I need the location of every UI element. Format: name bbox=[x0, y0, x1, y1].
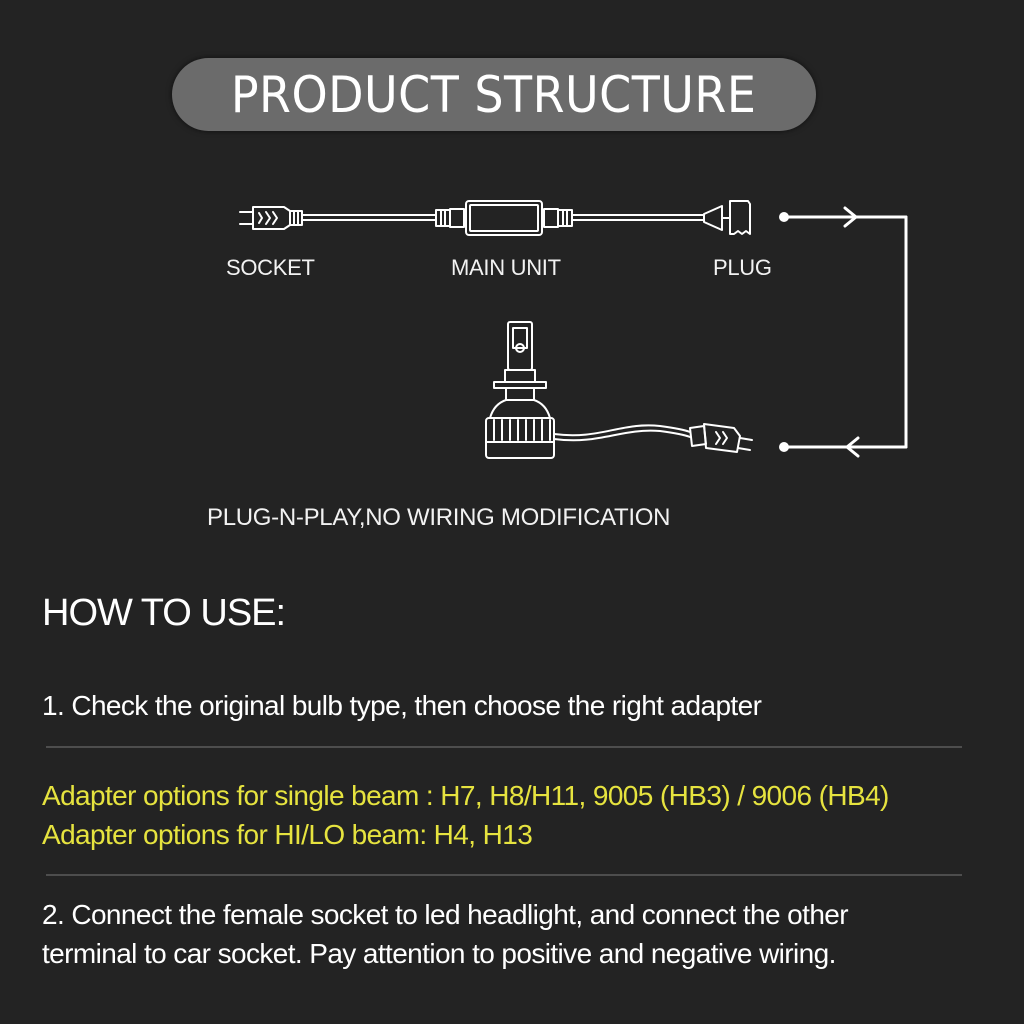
socket-connector-icon bbox=[239, 206, 303, 230]
socket-label: SOCKET bbox=[226, 255, 315, 280]
step-2-line-2: terminal to car socket. Pay attention to… bbox=[42, 938, 836, 969]
led-bulb-icon bbox=[485, 321, 555, 459]
adapter-single-beam: Adapter options for single beam : H7, H8… bbox=[42, 780, 889, 811]
bulb-endpoint-dot bbox=[779, 442, 789, 452]
plug-connector-icon bbox=[703, 200, 751, 235]
main-unit-box-icon bbox=[435, 200, 573, 236]
plug-endpoint-dot bbox=[779, 212, 789, 222]
adapter-hilo-beam: Adapter options for HI/LO beam: H4, H13 bbox=[42, 819, 533, 850]
divider-bottom bbox=[46, 874, 962, 876]
page-title: PRODUCT STRUCTURE bbox=[231, 65, 757, 124]
plug-label: PLUG bbox=[713, 255, 772, 280]
step-2-line-1: 2. Connect the female socket to led head… bbox=[42, 899, 849, 930]
product-structure-diagram: SOCKET MAIN UNIT PLUG PLUG-N-PLAY,NO WIR… bbox=[207, 200, 908, 531]
connection-arrow-icon bbox=[783, 206, 908, 458]
plug-n-play-caption: PLUG-N-PLAY,NO WIRING MODIFICATION bbox=[207, 504, 671, 531]
step-1-text: 1. Check the original bulb type, then ch… bbox=[42, 690, 762, 721]
bulb-connector-icon bbox=[689, 423, 753, 453]
main-unit-label: MAIN UNIT bbox=[451, 255, 561, 280]
title-banner: PRODUCT STRUCTURE bbox=[172, 58, 816, 131]
divider-top bbox=[46, 746, 962, 748]
how-to-use-heading: HOW TO USE: bbox=[42, 592, 286, 634]
